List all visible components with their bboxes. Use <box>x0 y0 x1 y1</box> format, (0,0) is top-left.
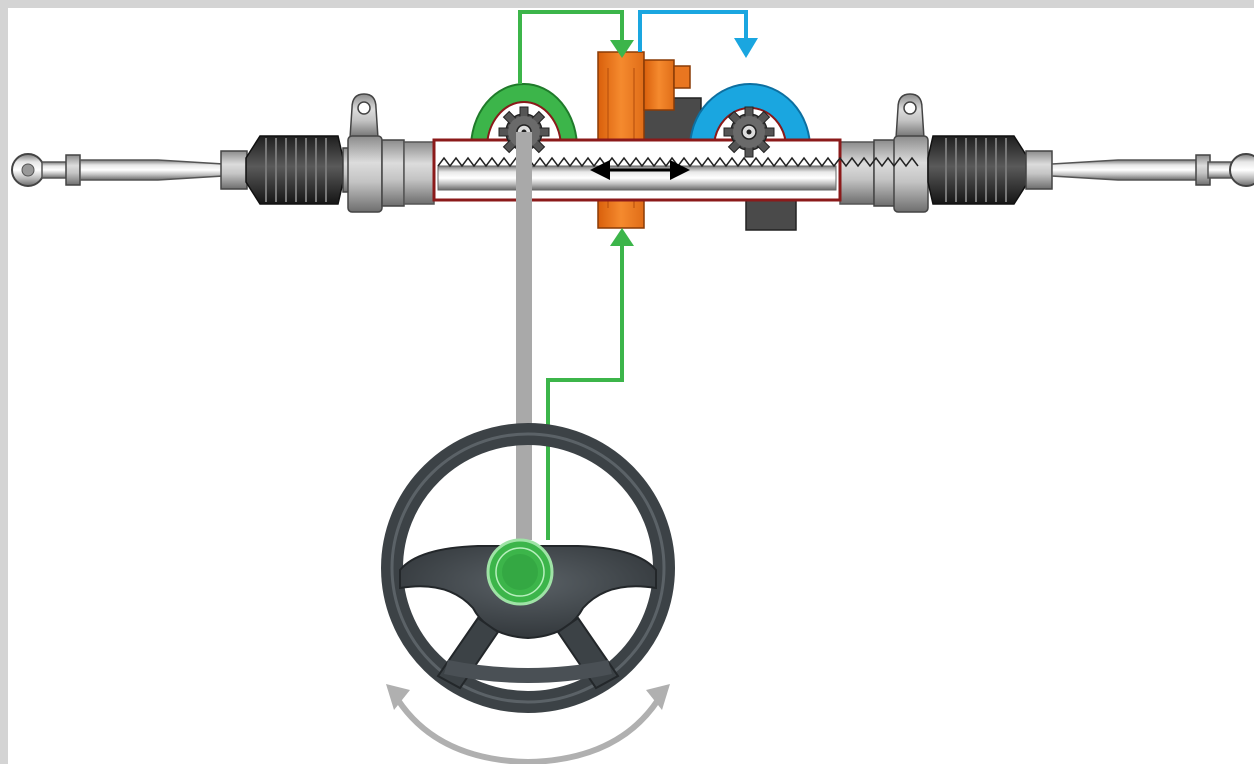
rotation-arrow-icon <box>386 684 410 710</box>
right-mount-bracket <box>839 93 929 213</box>
diagram-canvas <box>8 8 1254 764</box>
steering-column <box>516 132 532 540</box>
left-tie-rod <box>11 150 248 190</box>
torque-sensor-icon <box>486 538 554 606</box>
right-boot-bellows-icon <box>927 135 1029 205</box>
right-tie-rod <box>1025 150 1254 190</box>
motor-signal-line <box>638 10 758 58</box>
rotation-arrow-icon <box>646 684 670 710</box>
steering-diagram <box>11 10 1254 764</box>
double-arrow-icon <box>590 160 690 180</box>
rotation-arrow-icon <box>395 698 661 764</box>
torque-signal-line <box>518 10 634 540</box>
tie-rod-end-icon <box>1229 153 1254 187</box>
pinion-gear-icon <box>723 106 775 158</box>
left-mount-bracket <box>342 93 435 213</box>
left-boot-bellows-icon <box>245 135 344 205</box>
